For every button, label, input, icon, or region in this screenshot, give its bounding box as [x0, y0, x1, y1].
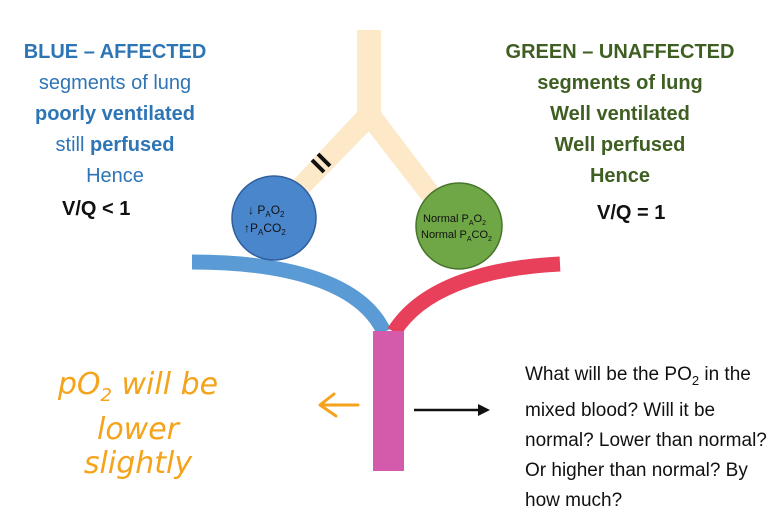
green-alveolus	[416, 183, 502, 269]
affected-line-4b: perfused	[90, 134, 174, 156]
handwritten-line-2: lower	[38, 413, 238, 447]
unaffected-line-3: Well ventilated	[500, 99, 740, 130]
unaffected-line-4: Well perfused	[500, 130, 740, 161]
affected-title: BLUE – AFFECTED	[10, 37, 220, 68]
question-part-1: What will be the PO	[525, 364, 692, 385]
handwritten-line-3: slightly	[38, 447, 238, 481]
green-alveolus-po2: Normal PAO2	[423, 213, 486, 227]
unaffected-line-5: Hence	[500, 161, 740, 192]
handwritten-note: pO2 will be lower slightly	[38, 368, 238, 481]
blue-vessel	[192, 262, 384, 332]
unaffected-title: GREEN – UNAFFECTED	[500, 37, 740, 68]
affected-line-4: still perfused	[10, 130, 220, 161]
unaffected-ratio: V/Q = 1	[597, 202, 665, 225]
question-text: What will be the PO2 in the mixed blood?…	[525, 360, 780, 516]
unaffected-line-2: segments of lung	[500, 68, 740, 99]
handwritten-line-1: pO2 will be	[38, 368, 238, 413]
question-arrow-head	[478, 404, 490, 416]
diagram-stage: ↓ PAO2 ↑PACO2 Normal PAO2 Normal PACO2 B…	[0, 0, 781, 504]
mixed-blood-vessel	[373, 331, 404, 471]
affected-line-3: poorly ventilated	[10, 99, 220, 130]
right-bronchus	[366, 112, 440, 204]
trachea	[357, 30, 381, 130]
affected-line-2: segments of lung	[10, 68, 220, 99]
affected-line-5: Hence	[10, 161, 220, 192]
question-subscript: 2	[692, 373, 699, 388]
affected-label: BLUE – AFFECTED segments of lung poorly …	[10, 37, 220, 192]
blue-alveolus	[232, 176, 316, 260]
handwritten-po: pO	[58, 367, 101, 402]
green-alveolus-pco2: Normal PACO2	[421, 229, 492, 243]
handwritten-will-be: will be	[112, 367, 218, 402]
red-vessel	[394, 264, 560, 332]
unaffected-label: GREEN – UNAFFECTED segments of lung Well…	[500, 37, 740, 192]
affected-line-4a: still	[56, 134, 90, 156]
handwritten-subscript: 2	[101, 385, 112, 406]
blue-alveolus-pco2: ↑PACO2	[244, 221, 286, 237]
question-part-2: in the mixed blood? Will it be normal? L…	[525, 364, 767, 511]
affected-ratio: V/Q < 1	[62, 198, 130, 221]
